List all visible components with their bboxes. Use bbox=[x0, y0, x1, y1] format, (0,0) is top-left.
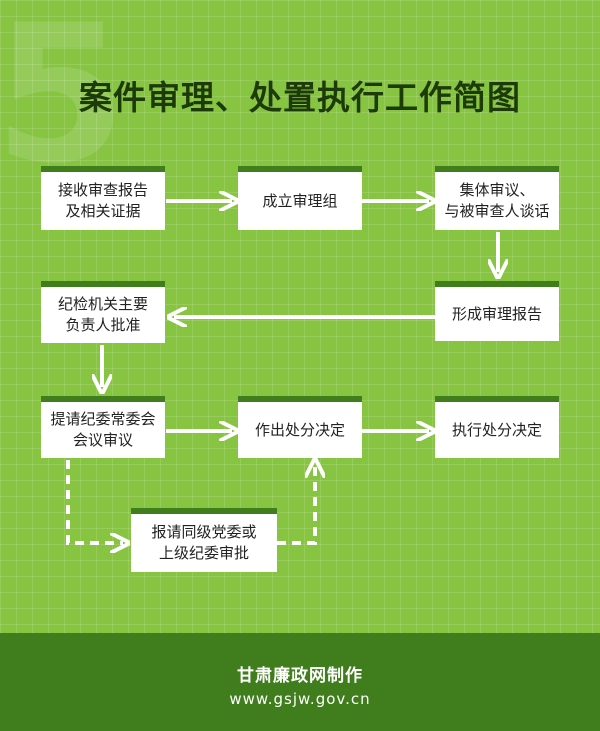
step-receive-report-box: 接收审查报告 及相关证据 bbox=[41, 166, 165, 230]
dashed-arrow-6-to-9 bbox=[66, 460, 123, 543]
step-form-trial-team-box: 成立审理组 bbox=[238, 166, 362, 230]
step-label: 作出处分决定 bbox=[254, 420, 345, 439]
step-label: 执行处分决定 bbox=[451, 420, 542, 439]
step-report-for-approval-box: 报请同级党委或 上级纪委审批 bbox=[131, 508, 277, 572]
step-collective-review-box: 集体审议、 与被审查人谈话 bbox=[435, 166, 559, 230]
step-label: 成立审理组 bbox=[262, 191, 338, 210]
background-number: 5 bbox=[0, 0, 127, 205]
dashed-arrow-9-to-7 bbox=[277, 465, 315, 545]
step-standing-committee-box: 提请纪委常委会 会议审议 bbox=[41, 396, 165, 458]
step-label: 形成审理报告 bbox=[451, 304, 542, 323]
page-title: 案件审理、处置执行工作简图 bbox=[79, 78, 521, 117]
footer-url: www.gsjw.gov.cn bbox=[229, 690, 371, 708]
step-label: 报请同级党委或 上级纪委审批 bbox=[151, 523, 257, 562]
step-trial-report-box: 形成审理报告 bbox=[435, 281, 559, 341]
step-label: 接收审查报告 及相关证据 bbox=[57, 181, 148, 220]
footer-org: 甘肃廉政网制作 bbox=[237, 666, 363, 686]
step-make-decision-box: 作出处分决定 bbox=[238, 396, 362, 458]
step-label: 提请纪委常委会 会议审议 bbox=[50, 410, 156, 449]
step-label: 纪检机关主要 负责人批准 bbox=[57, 295, 148, 334]
footer-bar bbox=[0, 633, 600, 731]
step-execute-decision-box: 执行处分决定 bbox=[435, 396, 559, 458]
step-label: 集体审议、 与被审查人谈话 bbox=[444, 181, 550, 220]
step-leader-approval-box: 纪检机关主要 负责人批准 bbox=[41, 281, 165, 343]
